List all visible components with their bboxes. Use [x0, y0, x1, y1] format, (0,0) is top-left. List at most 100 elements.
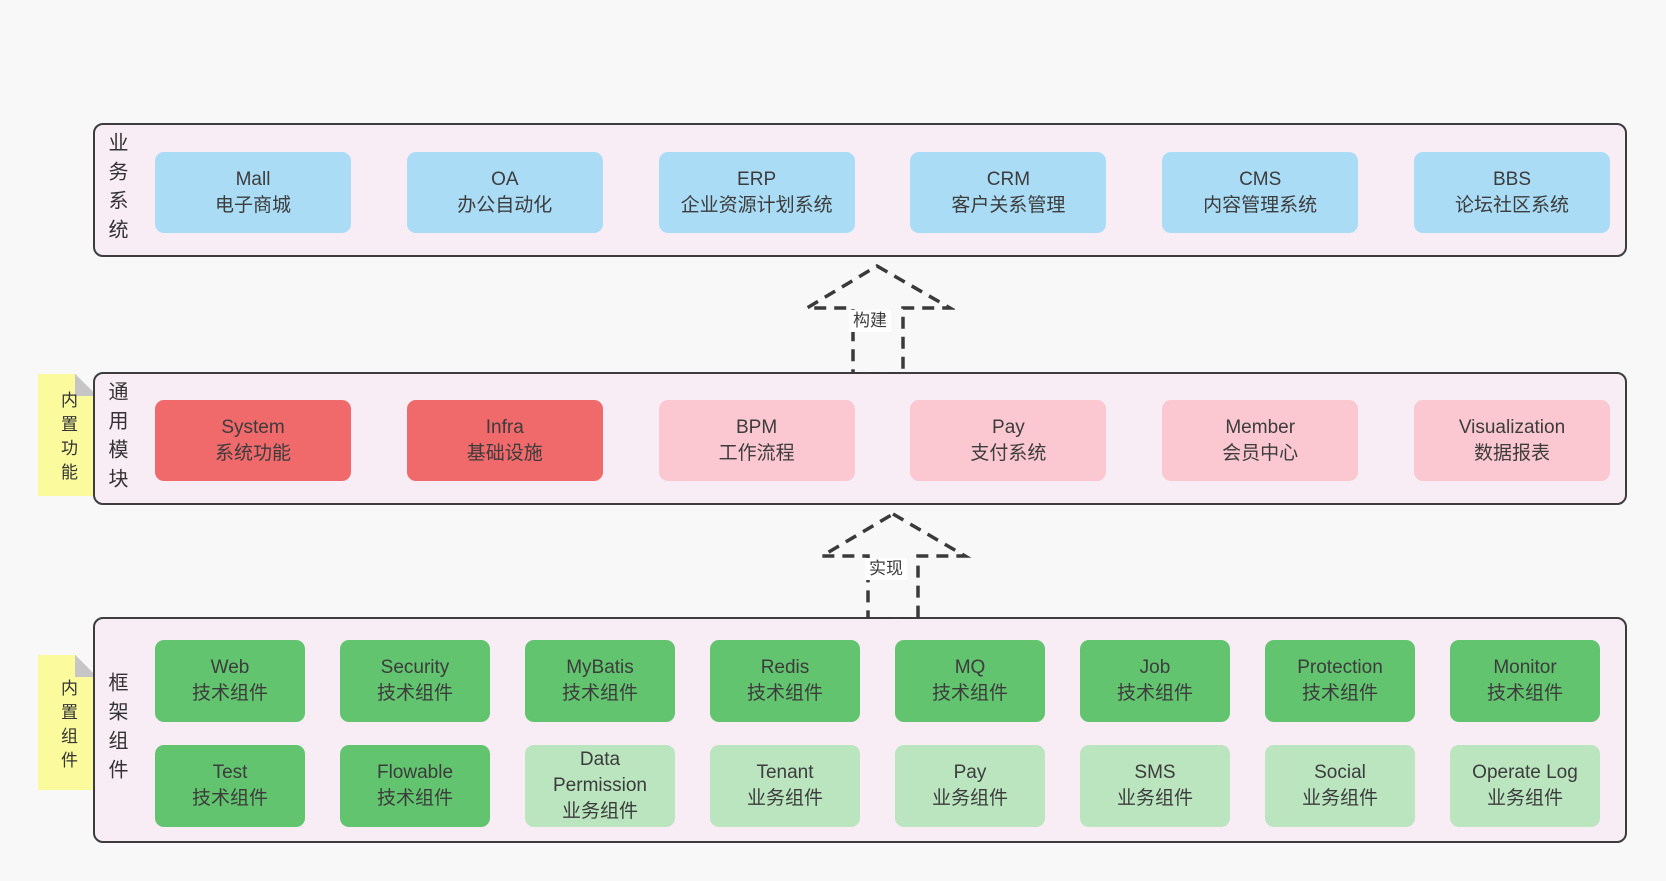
box-title: ERP	[737, 168, 777, 190]
box-title: Security	[380, 657, 450, 678]
box-oa: OA 办公自动化	[406, 152, 603, 233]
box-title: SMS	[1134, 762, 1176, 783]
components-box-row-1: Web 技术组件 Security 技术组件 MyBatis 技术组件 Redi…	[155, 640, 1600, 722]
build-arrow	[800, 262, 955, 374]
panel-framework-components: 框架组件 Web 技术组件 Security 技术组件 MyBatis 技术组件…	[93, 617, 1627, 843]
box-monitor: Monitor 技术组件	[1450, 640, 1600, 722]
box-subtitle: 技术组件	[1116, 683, 1193, 704]
sticky-note-label: 内置组件	[58, 678, 77, 775]
box-bbs: BBS 论坛社区系统	[1413, 152, 1610, 233]
business-box-row: Mall 电子商城 OA 办公自动化 ERP 企业资源计划系统 CRM 客户关系…	[155, 152, 1610, 233]
box-title: Pay	[953, 762, 987, 783]
box-title: Data Permission	[553, 749, 647, 796]
box-title: System	[221, 416, 285, 438]
modules-box-row: System 系统功能 Infra 基础设施 BPM 工作流程 Pay 支付系统…	[155, 400, 1610, 481]
box-subtitle: 技术组件	[376, 683, 453, 704]
panel-label-common-modules: 通用模块	[105, 380, 127, 497]
box-title: Visualization	[1458, 416, 1566, 438]
box-subtitle: 业务组件	[931, 788, 1008, 809]
box-title: Mall	[235, 168, 271, 190]
box-mybatis: MyBatis 技术组件	[525, 640, 675, 722]
up-arrow-icon	[818, 511, 972, 619]
folded-corner-icon	[75, 374, 97, 396]
box-subtitle: 办公自动化	[457, 194, 553, 216]
box-title: Web	[210, 657, 250, 678]
implement-arrow	[818, 510, 973, 619]
box-title: BBS	[1492, 168, 1531, 190]
box-system: System 系统功能	[155, 400, 351, 481]
box-bpm: BPM 工作流程	[658, 400, 855, 481]
box-pay-module: Pay 支付系统	[910, 400, 1107, 481]
box-subtitle: 技术组件	[1301, 683, 1378, 704]
box-title: Pay	[992, 416, 1025, 438]
box-subtitle: 业务组件	[746, 788, 823, 809]
box-subtitle: 业务组件	[1116, 788, 1193, 809]
box-title: Protection	[1297, 657, 1383, 678]
box-social: Social 业务组件	[1265, 745, 1415, 827]
box-subtitle: 基础设施	[466, 442, 543, 464]
box-erp: ERP 企业资源计划系统	[658, 152, 855, 233]
box-test: Test 技术组件	[155, 745, 305, 827]
box-title: Redis	[760, 657, 810, 678]
box-tenant: Tenant 业务组件	[710, 745, 860, 827]
box-protection: Protection 技术组件	[1265, 640, 1415, 722]
up-arrow-icon	[800, 263, 955, 374]
box-title: Test	[212, 762, 248, 783]
box-subtitle: 支付系统	[970, 442, 1047, 464]
box-title: OA	[491, 168, 519, 190]
box-title: MQ	[954, 657, 986, 678]
box-subtitle: 技术组件	[561, 683, 638, 704]
box-cms: CMS 内容管理系统	[1162, 152, 1359, 233]
box-redis: Redis 技术组件	[710, 640, 860, 722]
box-title: Infra	[485, 416, 524, 438]
box-title: Operate Log	[1472, 762, 1578, 783]
box-job: Job 技术组件	[1080, 640, 1230, 722]
box-title: CRM	[986, 168, 1031, 190]
box-subtitle: 技术组件	[1486, 683, 1563, 704]
box-title: Job	[1139, 657, 1171, 678]
panel-label-business-systems: 业务系统	[105, 132, 127, 248]
box-subtitle: 业务组件	[1301, 788, 1378, 809]
box-subtitle: 会员中心	[1222, 442, 1299, 464]
box-subtitle: 业务组件	[1486, 788, 1563, 809]
box-title: Flowable	[376, 762, 454, 783]
box-subtitle: 技术组件	[376, 788, 453, 809]
box-subtitle: 技术组件	[746, 683, 823, 704]
box-subtitle: 电子商城	[214, 194, 291, 216]
box-title: Social	[1314, 762, 1366, 783]
box-operate-log: Operate Log 业务组件	[1450, 745, 1600, 827]
box-mq: MQ 技术组件	[895, 640, 1045, 722]
box-pay-component: Pay 业务组件	[895, 745, 1045, 827]
panel-label-framework-components: 框架组件	[105, 672, 127, 788]
build-arrow-label: 构建	[849, 310, 891, 332]
sticky-note-built-in-components: 内置组件	[38, 655, 97, 790]
box-security: Security 技术组件	[340, 640, 490, 722]
box-title: Monitor	[1493, 657, 1557, 678]
box-title: Member	[1225, 416, 1296, 438]
sticky-note-label: 内置功能	[58, 390, 77, 487]
box-title: BPM	[736, 416, 778, 438]
sticky-note-built-in-features: 内置功能	[38, 374, 97, 496]
box-subtitle: 数据报表	[1473, 442, 1550, 464]
box-subtitle: 技术组件	[191, 683, 268, 704]
box-data-permission: Data Permission 业务组件	[525, 745, 675, 827]
box-title: MyBatis	[566, 657, 634, 678]
panel-business-systems: 业务系统 Mall 电子商城 OA 办公自动化 ERP 企业资源计划系统 CRM…	[93, 123, 1627, 257]
box-subtitle: 技术组件	[191, 788, 268, 809]
box-subtitle: 技术组件	[931, 683, 1008, 704]
box-subtitle: 业务组件	[561, 801, 638, 822]
box-subtitle: 内容管理系统	[1203, 194, 1318, 216]
box-subtitle: 企业资源计划系统	[680, 194, 833, 216]
box-sms: SMS 业务组件	[1080, 745, 1230, 827]
box-subtitle: 论坛社区系统	[1454, 194, 1569, 216]
components-box-row-2: Test 技术组件 Flowable 技术组件 Data Permission …	[155, 745, 1600, 827]
box-visualization: Visualization 数据报表	[1413, 400, 1610, 481]
panel-common-modules: 通用模块 System 系统功能 Infra 基础设施 BPM 工作流程 Pay…	[93, 372, 1627, 505]
box-mall: Mall 电子商城	[155, 152, 351, 233]
box-title: CMS	[1239, 168, 1282, 190]
box-web: Web 技术组件	[155, 640, 305, 722]
box-member: Member 会员中心	[1162, 400, 1359, 481]
box-subtitle: 系统功能	[214, 442, 291, 464]
box-subtitle: 工作流程	[718, 442, 795, 464]
